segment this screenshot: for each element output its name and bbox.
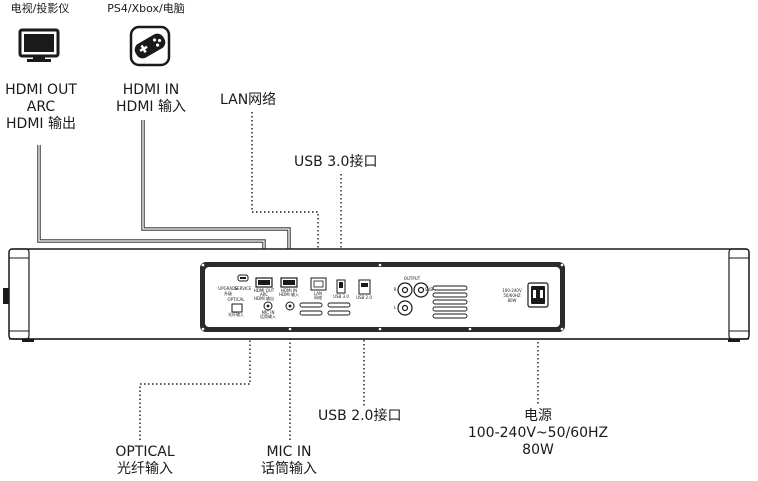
gamepad-icon (129, 25, 171, 67)
panel-r-text: R (394, 287, 397, 292)
panel-sub-text: SUB (425, 287, 433, 292)
panel-usb2-text: USB 2.0 (356, 295, 372, 300)
panel-power-spec-text: 100-240V (502, 288, 522, 293)
panel-upgrade-cn-text: 升级 (224, 290, 232, 296)
optical-line (139, 312, 251, 440)
hdmi-out-label: HDMI OUT ARC HDMI 输出 (5, 82, 77, 132)
panel-l-text: L (394, 305, 397, 310)
panel-power-hz-text: 50/60HZ (503, 293, 521, 298)
panel-upgrade-text: UPGRADE (218, 286, 238, 291)
panel-usb3-text: USB 3.0 (333, 294, 349, 299)
mic-port (263, 301, 295, 311)
mic-label: MIC IN 话筒输入 (261, 444, 317, 477)
lan-port (310, 277, 327, 291)
hdmi-out-port (255, 277, 273, 288)
hdmi-in-port (280, 277, 298, 288)
device1-caption: 电视/投影仪 (10, 2, 70, 15)
panel-arc-text: ARC (260, 292, 268, 297)
panel-optical-text: OPTICAL (228, 297, 246, 302)
vent-slots (299, 285, 468, 319)
usb3-port (336, 279, 346, 294)
panel-mic-text: MIC IN (262, 310, 275, 315)
panel-mic-cn-text: 话筒输入 (260, 313, 276, 319)
hdmi-in-label: HDMI IN HDMI 输入 (116, 82, 186, 115)
panel-service-text: SERVICE (235, 286, 252, 291)
usb2-label: USB 2.0接口 (318, 408, 402, 424)
panel-hdmi-in-text: HDMI IN (281, 288, 297, 293)
panel-output-text: OUTPUT (404, 276, 421, 281)
optical-label: OPTICAL 光纤输入 (115, 444, 175, 477)
upgrade-port (237, 274, 249, 282)
tv-icon (18, 28, 60, 62)
panel-hdmi-in-cn-text: HDMI 输入 (279, 291, 299, 297)
panel-optical-cn-text: 光纤输入 (228, 311, 244, 317)
power-label: 电源 100-240V~50/60HZ 80W (467, 408, 609, 458)
lan-label: LAN网络 (220, 92, 277, 108)
optical-port (231, 303, 243, 313)
usb2-port (358, 279, 371, 295)
power-socket (527, 282, 549, 308)
panel-lan-cn-text: 网络 (314, 294, 322, 300)
panel-hdmi-out-text: HDMI OUT (254, 288, 275, 293)
usb3-label: USB 3.0接口 (294, 154, 378, 170)
panel-lan-text: LAN (314, 291, 322, 296)
device2-caption: PS4/Xbox/电脑 (107, 2, 185, 15)
panel-hdmi-out-cn-text: HDMI 输出 (254, 295, 274, 301)
panel-power-w-text: 80W (507, 298, 516, 303)
rca-outputs (397, 282, 429, 316)
lan-line (251, 112, 319, 280)
